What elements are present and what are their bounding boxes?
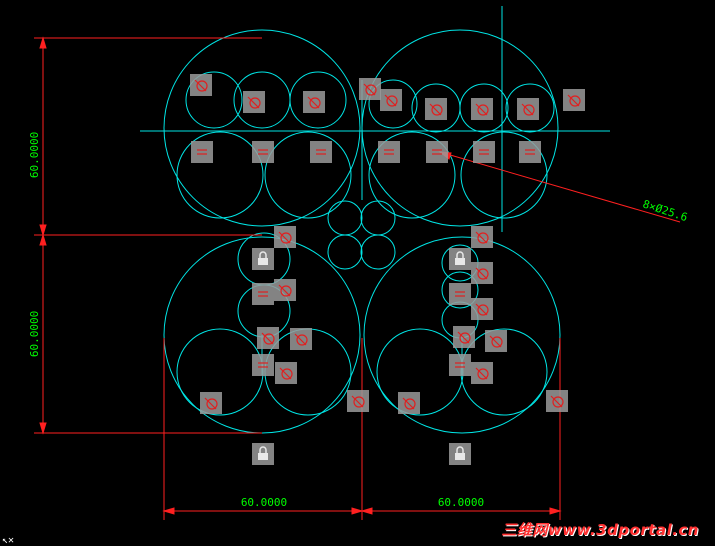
- tangent-constraint-icon[interactable]: [200, 392, 222, 414]
- dimension-text-left-lower: 60.0000: [28, 311, 41, 357]
- tangent-constraint-icon[interactable]: [485, 330, 507, 352]
- ucs-axis-icon: ↖✕: [2, 535, 15, 546]
- tangent-constraint-icon[interactable]: [471, 362, 493, 384]
- dimension-text-left-upper: 60.0000: [28, 132, 41, 178]
- tangent-constraint-icon[interactable]: [347, 390, 369, 412]
- center-circle[interactable]: [360, 234, 396, 270]
- tangent-constraint-icon[interactable]: [425, 98, 447, 120]
- small-circle[interactable]: [441, 271, 479, 309]
- lock-constraint-icon[interactable]: [252, 443, 274, 465]
- equal-constraint-icon[interactable]: [426, 141, 448, 163]
- tangent-constraint-icon[interactable]: [471, 298, 493, 320]
- tangent-constraint-icon[interactable]: [303, 91, 325, 113]
- small-circle[interactable]: [505, 83, 555, 133]
- equal-constraint-icon[interactable]: [252, 141, 274, 163]
- tangent-constraint-icon[interactable]: [471, 98, 493, 120]
- equal-constraint-icon[interactable]: [449, 354, 471, 376]
- small-circle[interactable]: [459, 83, 509, 133]
- tangent-constraint-icon[interactable]: [546, 390, 568, 412]
- equal-constraint-icon[interactable]: [310, 141, 332, 163]
- tangent-constraint-icon[interactable]: [517, 98, 539, 120]
- tangent-constraint-icon[interactable]: [257, 327, 279, 349]
- lock-constraint-icon[interactable]: [449, 248, 471, 270]
- tangent-constraint-icon[interactable]: [243, 91, 265, 113]
- center-circle[interactable]: [360, 200, 396, 236]
- big-circle-bottom-right[interactable]: [363, 236, 561, 434]
- mid-circle[interactable]: [264, 131, 352, 219]
- equal-constraint-icon[interactable]: [252, 354, 274, 376]
- tangent-constraint-icon[interactable]: [471, 262, 493, 284]
- constraint-markers: [190, 74, 585, 465]
- lock-constraint-icon[interactable]: [449, 443, 471, 465]
- lock-constraint-icon[interactable]: [252, 248, 274, 270]
- tangent-constraint-icon[interactable]: [380, 89, 402, 111]
- equal-constraint-icon[interactable]: [191, 141, 213, 163]
- small-circle[interactable]: [185, 71, 243, 129]
- dimension-text-bottom-right: 60.0000: [438, 496, 484, 509]
- tangent-constraint-icon[interactable]: [453, 326, 475, 348]
- tangent-constraint-icon[interactable]: [359, 78, 381, 100]
- equal-constraint-icon[interactable]: [252, 283, 274, 305]
- center-circle[interactable]: [327, 200, 363, 236]
- tangent-constraint-icon[interactable]: [563, 89, 585, 111]
- leader-note-diameter: 8×Ø25.6: [641, 197, 689, 224]
- tangent-constraint-icon[interactable]: [290, 328, 312, 350]
- big-circle-top-left[interactable]: [163, 29, 361, 227]
- small-circle[interactable]: [289, 71, 347, 129]
- tangent-constraint-icon[interactable]: [190, 74, 212, 96]
- dimension-text-bottom-left: 60.0000: [241, 496, 287, 509]
- tangent-constraint-icon[interactable]: [274, 226, 296, 248]
- small-circle[interactable]: [368, 79, 418, 129]
- equal-constraint-icon[interactable]: [473, 141, 495, 163]
- watermark-text: 三维网www.3dportal.cn: [501, 521, 699, 539]
- equal-constraint-icon[interactable]: [378, 141, 400, 163]
- tangent-constraint-icon[interactable]: [274, 279, 296, 301]
- equal-constraint-icon[interactable]: [449, 283, 471, 305]
- dimension-lines: [34, 36, 681, 520]
- mid-circle[interactable]: [460, 131, 548, 219]
- tangent-constraint-icon[interactable]: [398, 392, 420, 414]
- center-circle[interactable]: [327, 234, 363, 270]
- mid-circle[interactable]: [368, 131, 456, 219]
- mid-circle[interactable]: [176, 131, 264, 219]
- equal-constraint-icon[interactable]: [519, 141, 541, 163]
- tangent-constraint-icon[interactable]: [471, 226, 493, 248]
- tangent-constraint-icon[interactable]: [275, 362, 297, 384]
- circle-geometry: [140, 6, 610, 434]
